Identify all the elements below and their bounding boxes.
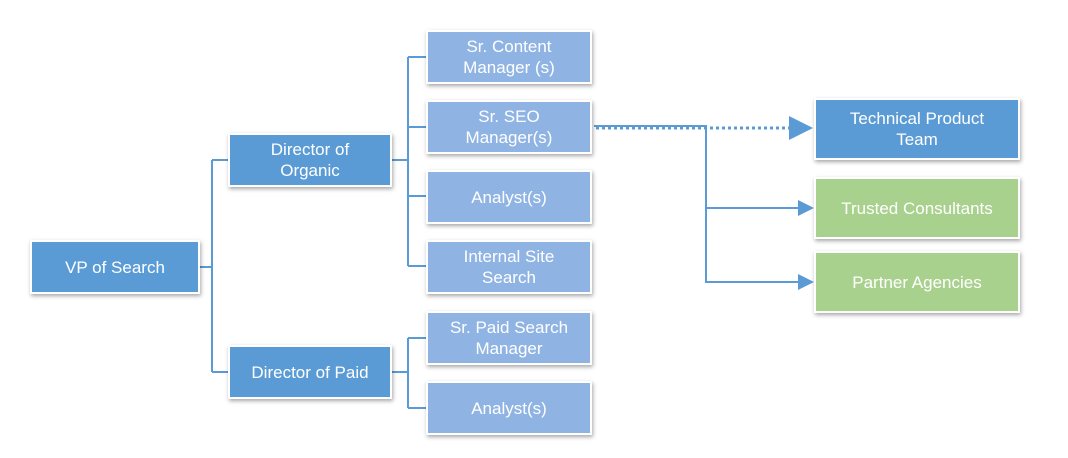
director-of-organic-label: Director of Organic <box>270 140 350 180</box>
internal-site-search-box: Internal Site Search <box>426 240 592 294</box>
analyst-paid-box: Analyst(s) <box>426 381 592 435</box>
sr-seo-manager-box: Sr. SEO Manager(s) <box>426 100 592 154</box>
connector-organic-reports <box>392 56 426 267</box>
connector-paid-reports <box>392 337 426 409</box>
vp-of-search-label: VP of Search <box>65 257 165 277</box>
trusted-consultants-box: Trusted Consultants <box>814 177 1020 239</box>
sr-paid-search-manager-label: Sr. Paid Search Manager <box>449 318 569 358</box>
technical-product-team-box: Technical Product Team <box>814 98 1020 160</box>
sr-content-manager-box: Sr. Content Manager (s) <box>426 30 592 84</box>
internal-site-search-label: Internal Site Search <box>463 247 555 287</box>
director-of-paid-label: Director of Paid <box>251 362 369 382</box>
analyst-paid-label: Analyst(s) <box>471 398 547 418</box>
technical-product-team-label: Technical Product Team <box>849 109 985 149</box>
director-of-paid-box: Director of Paid <box>228 345 392 399</box>
analyst-organic-box: Analyst(s) <box>426 170 592 224</box>
vp-of-search-box: VP of Search <box>30 240 200 294</box>
partner-agencies-label: Partner Agencies <box>852 272 982 292</box>
sr-content-manager-label: Sr. Content Manager (s) <box>463 37 555 77</box>
analyst-organic-label: Analyst(s) <box>471 187 547 207</box>
partner-agencies-box: Partner Agencies <box>814 251 1020 313</box>
sr-paid-search-manager-box: Sr. Paid Search Manager <box>426 311 592 365</box>
trusted-consultants-label: Trusted Consultants <box>841 198 993 218</box>
sr-seo-manager-label: Sr. SEO Manager(s) <box>465 107 553 147</box>
connector-seo-partners <box>594 125 812 282</box>
director-of-organic-box: Director of Organic <box>228 133 392 187</box>
connector-vp-directors <box>200 159 228 373</box>
